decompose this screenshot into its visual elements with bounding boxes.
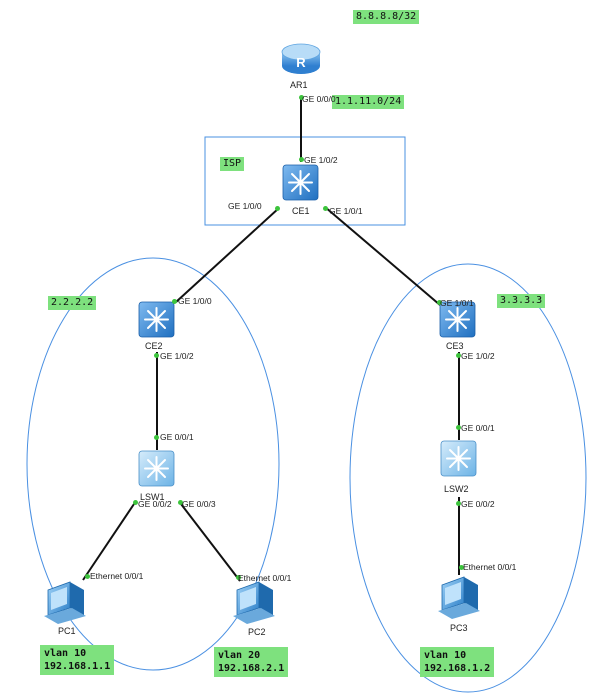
device-name-ce3: CE3 [446,341,464,351]
port-label: GE 1/0/2 [461,351,495,361]
port-dot [85,574,90,579]
port-label: GE 0/0/2 [461,499,495,509]
link-ce1-ce2 [175,207,280,303]
pc3-vlan: vlan 10 [424,650,467,661]
device-name-lsw2: LSW2 [444,484,469,494]
pc3-info-block: vlan 10 192.168.1.2 [420,647,495,677]
pc1-ip: 192.168.1.1 [44,661,111,672]
pc2-vlan: vlan 20 [218,650,261,661]
link-lsw1-pc2 [180,503,241,582]
isp-label: ISP [220,157,245,171]
port-label: Ethernet 0/0/1 [238,573,292,583]
isp-boundary [204,136,406,226]
port-label: GE 0/0/0 [302,94,336,104]
device-name-ce2: CE2 [145,341,163,351]
port-label: GE 1/0/2 [160,351,194,361]
pc3-ip: 192.168.1.2 [424,663,491,674]
port-dot [178,500,183,505]
port-label: GE 1/0/1 [329,206,363,216]
pc2-ip: 192.168.2.1 [218,663,285,674]
left-site-boundary [26,257,280,671]
port-dot [275,206,280,211]
ar1-loopback-label: 8.8.8.8/32 [353,10,420,24]
port-dot [299,157,304,162]
port-label: GE 0/0/1 [461,423,495,433]
ar1-link-subnet-label: 1.1.11.0/24 [332,95,405,109]
link-ce1-ce3 [324,206,441,306]
port-dot [154,435,159,440]
port-label: GE 1/0/0 [178,296,212,306]
ce3-loopback-label: 3.3.3.3 [497,294,546,308]
link-lsw1-pc1 [82,503,135,581]
port-dot [456,353,461,358]
port-dot [133,500,138,505]
pc-icon[interactable] [233,581,275,624]
port-label: GE 0/0/3 [182,499,216,509]
ce2-loopback-label: 2.2.2.2 [48,296,97,310]
device-name-pc2: PC2 [248,627,266,637]
l2-switch-icon[interactable] [440,440,477,477]
port-dot [323,206,328,211]
pc1-info-block: vlan 10 192.168.1.1 [40,645,115,675]
router-icon[interactable]: R [281,43,321,74]
pc1-vlan: vlan 10 [44,648,87,659]
port-dot [437,300,442,305]
port-dot [456,501,461,506]
port-dot [154,353,159,358]
port-dot [236,575,241,580]
device-name-pc1: PC1 [58,626,76,636]
switch-icon[interactable] [282,164,319,201]
device-name-pc3: PC3 [450,623,468,633]
right-site-boundary [349,263,587,693]
pc-icon[interactable] [438,576,480,619]
l2-switch-icon[interactable] [138,450,175,487]
port-label: Ethernet 0/0/1 [463,562,517,572]
switch-icon[interactable] [439,301,476,338]
device-name-lsw1: LSW1 [140,492,165,502]
port-label: GE 0/0/1 [160,432,194,442]
pc-icon[interactable] [44,581,86,624]
device-name-ce1: CE1 [292,206,310,216]
port-label: GE 1/0/2 [304,155,338,165]
port-dot [459,565,464,570]
port-dot [172,299,177,304]
pc2-info-block: vlan 20 192.168.2.1 [214,647,289,677]
port-label: GE 1/0/0 [228,201,262,211]
port-label: Ethernet 0/0/1 [90,571,144,581]
port-label: GE 0/0/2 [138,499,172,509]
device-name-ar1: AR1 [290,80,308,90]
port-dot [456,425,461,430]
switch-icon[interactable] [138,301,175,338]
port-label: GE 1/0/1 [440,298,474,308]
svg-text:R: R [296,55,306,70]
port-dot [299,95,304,100]
